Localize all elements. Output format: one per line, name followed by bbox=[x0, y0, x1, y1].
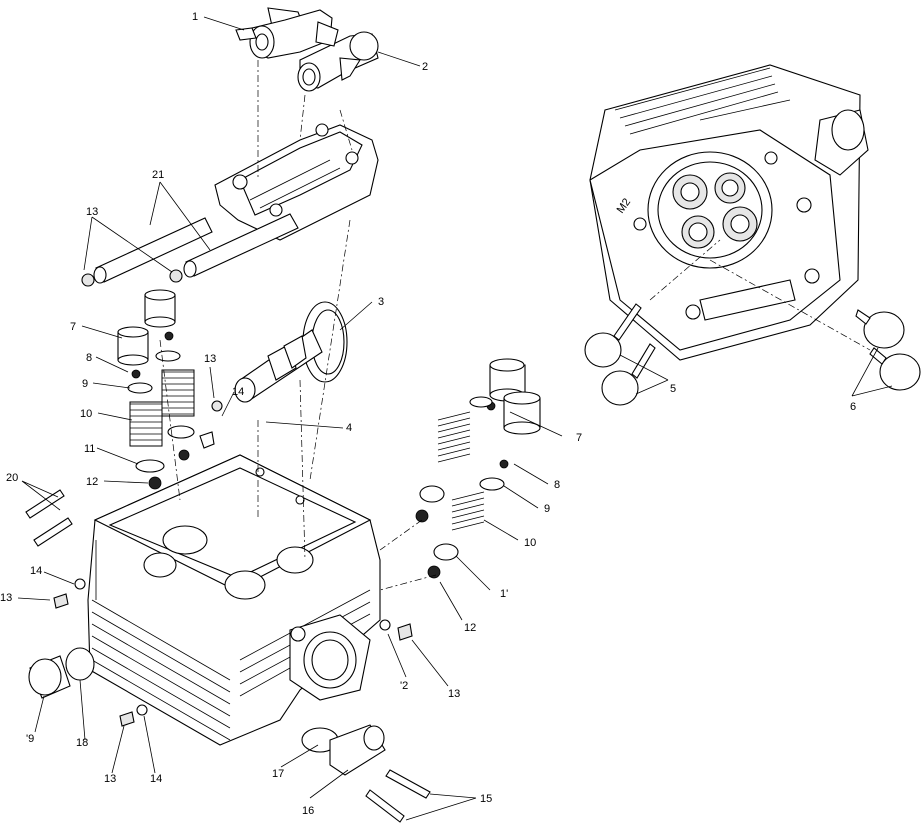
callout-16: 16 bbox=[302, 805, 314, 817]
assembly-center-lines bbox=[159, 60, 871, 591]
valve-train-left bbox=[117, 289, 223, 490]
valve-spring-right-a bbox=[437, 411, 471, 463]
callout-10-right: 10 bbox=[524, 537, 536, 549]
callout-6: 6 bbox=[850, 401, 856, 413]
callout-9-left: 9 bbox=[82, 378, 88, 390]
callout-12-right: 12 bbox=[464, 622, 476, 634]
valve-spring-left-a bbox=[161, 369, 195, 417]
leader-lines bbox=[17, 16, 893, 821]
callout-11-right: 1' bbox=[500, 588, 508, 600]
valve-pair-intake bbox=[584, 303, 656, 406]
callout-7-left: 7 bbox=[70, 321, 76, 333]
callout-13-right-bolt: 13 bbox=[448, 688, 460, 700]
callout-9-right: 9 bbox=[544, 503, 550, 515]
valve-spring-right-b bbox=[451, 491, 485, 531]
callout-11-left: 11 bbox=[84, 443, 95, 455]
callout-14-left: 14 bbox=[30, 565, 42, 577]
callout-14-right: '2 bbox=[400, 680, 408, 692]
callout-4: 4 bbox=[346, 422, 352, 434]
callout-10-left: 10 bbox=[80, 408, 92, 420]
callout-13-shaft: 13 bbox=[86, 206, 98, 218]
callout-labels: 1 2 3 4 5 6 7 7 8 8 9 9 10 10 11 1' 12 1… bbox=[0, 11, 856, 817]
callout-12-left: 12 bbox=[86, 476, 98, 488]
callout-14-bottom: 14 bbox=[150, 773, 162, 785]
callout-2: 2 bbox=[422, 61, 428, 73]
callout-14-top: 14 bbox=[232, 386, 244, 398]
valve-train-right bbox=[415, 358, 541, 579]
rocker-support-bracket bbox=[214, 123, 379, 241]
callout-15: 15 bbox=[480, 793, 492, 805]
callout-20: 20 bbox=[6, 472, 18, 484]
callout-8-right: 8 bbox=[554, 479, 560, 491]
thermostat-housing bbox=[301, 724, 431, 823]
rocker-arm-2 bbox=[297, 21, 379, 92]
callout-7-right: 7 bbox=[576, 432, 582, 444]
callout-19: '9 bbox=[26, 733, 34, 745]
right-fasteners bbox=[379, 619, 413, 641]
dowel-pins bbox=[25, 489, 73, 547]
camshaft bbox=[234, 301, 348, 403]
cylinder-head-main bbox=[87, 454, 381, 746]
callout-1: 1 bbox=[192, 11, 198, 23]
cylinder-head-bottom-view: M2 bbox=[589, 64, 869, 361]
callout-18: 18 bbox=[76, 737, 88, 749]
callout-5: 5 bbox=[670, 383, 676, 395]
valve-spring-left-b bbox=[129, 401, 163, 447]
rocker-shaft-lower bbox=[169, 213, 299, 283]
callout-8-left: 8 bbox=[86, 352, 92, 364]
rocker-arm-1 bbox=[235, 7, 333, 59]
callout-17: 17 bbox=[272, 768, 284, 780]
rocker-shaft-upper bbox=[81, 217, 213, 287]
left-fasteners bbox=[28, 578, 148, 727]
callout-13-valve: 13 bbox=[204, 353, 216, 365]
callout-13-left-bolt: 13 bbox=[0, 592, 12, 604]
valve-pair-exhaust bbox=[855, 309, 921, 391]
callout-13-bottom-bolt: 13 bbox=[104, 773, 116, 785]
callout-21: 21 bbox=[152, 169, 164, 181]
callout-3: 3 bbox=[378, 296, 384, 308]
